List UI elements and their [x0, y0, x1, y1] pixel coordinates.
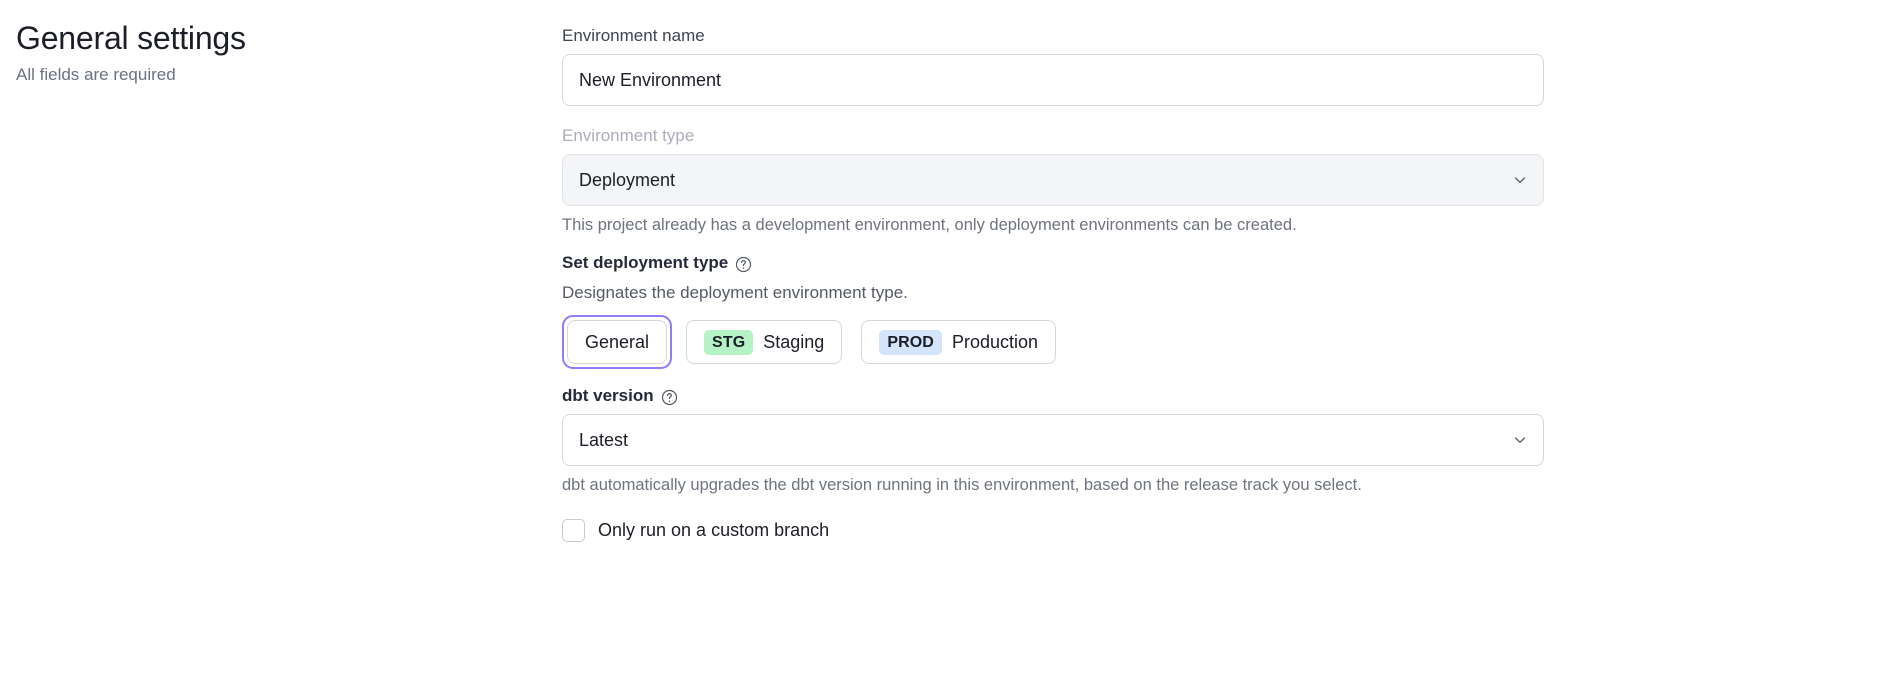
- environment-type-note: This project already has a development e…: [562, 216, 1297, 234]
- deployment-type-label-text: Set deployment type: [562, 253, 729, 272]
- custom-branch-row[interactable]: Only run on a custom branch: [562, 518, 1544, 542]
- deployment-type-option-staging[interactable]: STG Staging: [686, 320, 843, 364]
- deployment-type-option-general-wrapper: General: [562, 315, 673, 369]
- staging-badge: STG: [704, 329, 754, 355]
- deployment-type-option-staging-wrapper: STG Staging: [681, 315, 847, 369]
- deployment-type-field: Set deployment type Designates the deplo…: [562, 251, 1544, 369]
- deployment-type-option-general[interactable]: General: [567, 320, 668, 364]
- deployment-type-label: Set deployment type: [562, 251, 1544, 275]
- dbt-version-label: dbt version: [562, 384, 1544, 408]
- dbt-version-value: Latest: [579, 430, 629, 450]
- settings-header: General settings All fields are required: [16, 18, 536, 87]
- environment-name-value: New Environment: [579, 70, 722, 90]
- custom-branch-checkbox[interactable]: [562, 518, 585, 542]
- dbt-version-helper: dbt automatically upgrades the dbt versi…: [562, 476, 1362, 494]
- chevron-down-icon: [1513, 433, 1527, 447]
- environment-type-field: Environment type Deployment This project…: [562, 124, 1544, 236]
- environment-type-value: Deployment: [579, 170, 676, 190]
- deployment-type-option-production[interactable]: PROD Production: [861, 320, 1057, 364]
- deployment-type-option-production-label: Production: [951, 332, 1039, 352]
- environment-name-input[interactable]: New Environment: [562, 54, 1544, 106]
- deployment-type-option-staging-label: Staging: [763, 332, 825, 352]
- production-badge: PROD: [879, 329, 942, 355]
- custom-branch-label: Only run on a custom branch: [598, 520, 830, 540]
- deployment-type-options: General STG Staging PROD Production: [562, 315, 1544, 369]
- dbt-version-label-text: dbt version: [562, 386, 654, 405]
- dbt-version-field: dbt version Latest dbt automatica: [562, 384, 1544, 496]
- chevron-down-icon: [1513, 173, 1527, 187]
- deployment-type-description: Designates the deployment environment ty…: [562, 283, 908, 302]
- help-circle-icon[interactable]: [661, 389, 678, 406]
- deployment-type-option-general-label: General: [585, 332, 650, 352]
- help-circle-icon[interactable]: [735, 256, 752, 273]
- environment-type-label: Environment type: [562, 126, 695, 145]
- deployment-type-option-production-wrapper: PROD Production: [856, 315, 1061, 369]
- general-settings-form: Environment name New Environment Environ…: [562, 24, 1544, 542]
- page-title: General settings: [16, 20, 246, 56]
- environment-type-select[interactable]: Deployment: [562, 154, 1544, 206]
- environment-name-label: Environment name: [562, 26, 705, 45]
- dbt-version-select[interactable]: Latest: [562, 414, 1544, 466]
- page-subtitle: All fields are required: [16, 65, 176, 84]
- environment-name-field: Environment name New Environment: [562, 24, 1544, 106]
